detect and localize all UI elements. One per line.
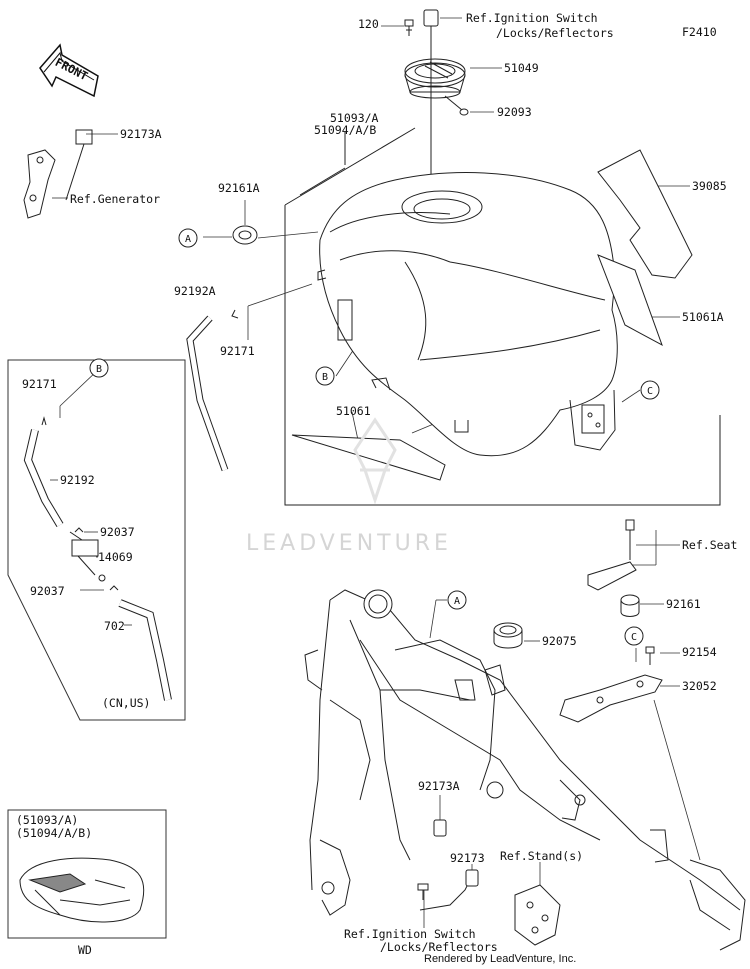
label-92173[interactable]: 92173 (450, 851, 485, 865)
fuel-tank (317, 172, 618, 457)
figure-code: F2410 (682, 25, 717, 39)
seat-bracket (587, 519, 637, 591)
label-92173a-bot[interactable]: 92173A (418, 779, 460, 793)
clip-92037-bot (109, 585, 119, 591)
front-arrow-icon (39, 43, 99, 98)
label-92173a-top[interactable]: 92173A (120, 127, 162, 141)
spacer-92173 (465, 869, 479, 887)
label-92171-mid[interactable]: 92171 (220, 344, 255, 358)
label-92037-top[interactable]: 92037 (100, 525, 135, 539)
clip-92171-left (41, 416, 47, 426)
ref-ignition-top-line2[interactable]: /Locks/Reflectors (496, 26, 614, 40)
pad-39085 (597, 149, 693, 279)
grommet-92161A (232, 225, 258, 245)
label-92075[interactable]: 92075 (542, 634, 577, 648)
decal-51061A (597, 254, 663, 347)
footer-credit: Rendered by LeadVenture, Inc. (424, 953, 577, 965)
label-51094ab[interactable]: 51094/A/B (314, 123, 377, 137)
label-120[interactable]: 120 (358, 17, 379, 31)
bolt-ignition (417, 883, 429, 900)
grommet-92161 (620, 594, 640, 617)
inset-label-1: (51093/A) (16, 813, 79, 827)
label-92192a[interactable]: 92192A (174, 284, 216, 298)
ref-stand[interactable]: Ref.Stand(s) (500, 849, 584, 863)
label-702[interactable]: 702 (104, 619, 125, 633)
label-51061a[interactable]: 51061A (682, 310, 724, 324)
inset-label-2: (51094/A/B) (16, 826, 93, 840)
label-92093[interactable]: 92093 (497, 105, 532, 119)
label-92171-left[interactable]: 92171 (22, 377, 57, 391)
decal-51061 (291, 434, 446, 481)
tank-group-frame (284, 127, 721, 506)
label-92037-bot[interactable]: 92037 (30, 584, 65, 598)
main-frame (304, 589, 746, 951)
ref-generator[interactable]: Ref.Generator (70, 192, 161, 206)
bolt-92154 (645, 646, 655, 665)
ref-seat[interactable]: Ref.Seat (682, 538, 738, 552)
bracket-32052 (559, 674, 663, 723)
watermark: LEADVENTURE (246, 531, 452, 556)
bolt-120 (404, 19, 414, 36)
label-51061[interactable]: 51061 (336, 404, 371, 418)
damper-92075 (493, 622, 523, 649)
inset-frame (7, 809, 167, 939)
label-92161[interactable]: 92161 (666, 597, 701, 611)
ref-ignition-top-line1[interactable]: Ref.Ignition Switch (466, 11, 598, 25)
hose-group-frame (7, 359, 186, 721)
valve-14069 (69, 531, 106, 582)
label-92192[interactable]: 92192 (60, 473, 95, 487)
inset-label-wd: WD (78, 943, 92, 957)
generator-cover-bracket (23, 129, 93, 219)
label-14069[interactable]: 14069 (98, 550, 133, 564)
label-92154[interactable]: 92154 (682, 645, 717, 659)
ref-ignition-bot-line2[interactable]: /Locks/Reflectors (380, 940, 498, 954)
fuel-cap (404, 58, 466, 99)
inset-tank (19, 857, 145, 923)
label-39085[interactable]: 39085 (692, 179, 727, 193)
label-32052[interactable]: 32052 (682, 679, 717, 693)
bolt-92093 (444, 95, 469, 116)
label-92161a[interactable]: 92161A (218, 181, 260, 195)
stand-bracket (514, 884, 561, 946)
label-51049[interactable]: 51049 (504, 61, 539, 75)
label-cn-us: (CN,US) (102, 696, 151, 710)
ref-ignition-bot-line1[interactable]: Ref.Ignition Switch (344, 927, 476, 941)
clip-92171-mid (231, 309, 239, 319)
clip-92037-top (74, 527, 84, 533)
leadventure-logo-icon (353, 417, 397, 505)
label-51093a[interactable]: 51093/A (330, 111, 379, 125)
hose-92192A (186, 315, 229, 472)
spacer-92173A (433, 819, 447, 837)
